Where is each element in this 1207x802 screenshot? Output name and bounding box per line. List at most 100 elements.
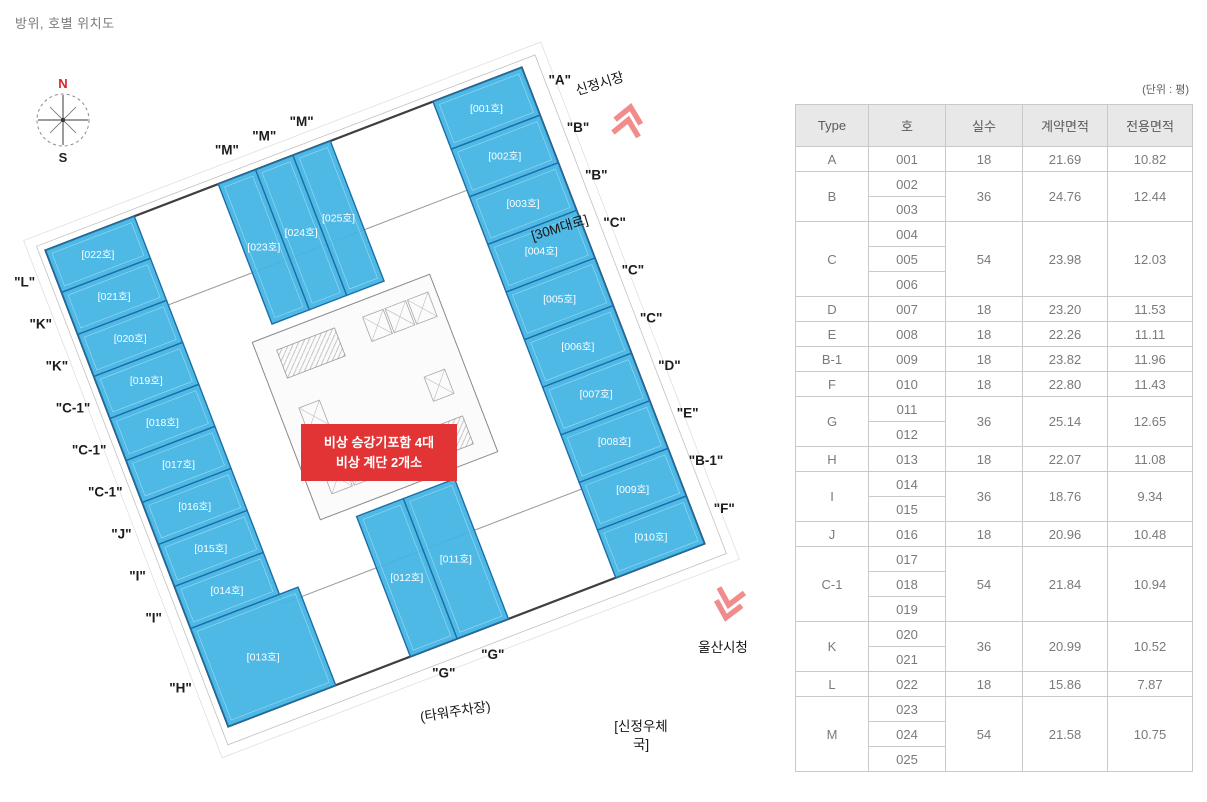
unit-no-cell: 018 [868, 571, 946, 597]
table-row: 006 [796, 271, 1193, 297]
type-cell: B-1 [795, 346, 869, 372]
column-header: 실수 [945, 104, 1023, 147]
unit-no-cell: 013 [868, 446, 946, 472]
contract-area-cell: 25.14 [1022, 396, 1108, 447]
unit-label: [012호] [390, 572, 423, 584]
type-label-003: "B" [585, 167, 608, 182]
contract-area-cell: 21.84 [1022, 546, 1108, 622]
unit-label: [024호] [285, 227, 318, 239]
unit-no-cell: 019 [868, 596, 946, 622]
unit-label: [002호] [488, 150, 521, 162]
rotated-building [23, 41, 740, 759]
exclusive-area-cell: 10.94 [1107, 546, 1193, 622]
room-count-cell: 18 [945, 146, 1023, 172]
type-cell: J [795, 521, 869, 547]
exclusive-area-cell: 10.82 [1107, 146, 1193, 172]
exclusive-area-cell: 10.75 [1107, 696, 1193, 772]
contract-area-cell: 15.86 [1022, 671, 1108, 697]
emergency-badge-box [301, 424, 457, 481]
building-group [23, 41, 740, 759]
contract-area-cell: 23.20 [1022, 296, 1108, 322]
exclusive-area-cell: 12.65 [1107, 396, 1193, 447]
room-count-cell: 18 [945, 446, 1023, 472]
unit-010 [596, 495, 706, 579]
type-label-011: "G" [481, 647, 504, 662]
column-header: 계약면적 [1022, 104, 1108, 147]
unit-label: [010호] [634, 531, 667, 543]
unit-no-cell: 008 [868, 321, 946, 347]
exclusive-area-cell: 11.11 [1107, 321, 1193, 347]
arrow-up-icon [611, 103, 644, 139]
unit-no-cell: 001 [868, 146, 946, 172]
compass-north-label: N [58, 76, 67, 91]
type-cell: I [795, 471, 869, 522]
unit-label: [021호] [98, 291, 131, 303]
type-cell: F [795, 371, 869, 397]
exclusive-area-cell: 11.08 [1107, 446, 1193, 472]
page-title: 방위, 호별 위치도 [15, 16, 115, 31]
type-label-021: "K" [30, 316, 53, 331]
room-count-cell: 18 [945, 321, 1023, 347]
contract-area-cell: 23.82 [1022, 346, 1108, 372]
type-label-017: "C-1" [88, 484, 123, 499]
table-row: 015 [796, 496, 1193, 522]
unit-no-cell: 015 [868, 496, 946, 522]
type-label-007: "D" [658, 358, 681, 373]
type-label-018: "C-1" [72, 442, 107, 457]
unit-label: [001호] [470, 103, 503, 115]
column-header: Type [795, 104, 869, 147]
type-label-002: "B" [567, 120, 590, 135]
contract-area-cell: 21.58 [1022, 696, 1108, 772]
unit-no-cell: 020 [868, 621, 946, 647]
room-count-cell: 36 [945, 396, 1023, 447]
unit-label: [009호] [616, 484, 649, 496]
unit-label: [019호] [130, 375, 163, 387]
type-label-012: "G" [432, 666, 455, 681]
unit-label: [017호] [162, 459, 195, 471]
type-cell: C [795, 221, 869, 297]
type-cell: B [795, 171, 869, 222]
unit-025 [292, 140, 385, 297]
unit-label: [011호] [440, 553, 472, 565]
type-label-022: "L" [14, 274, 35, 289]
unit-label: [018호] [146, 417, 179, 429]
type-label-004: "C" [603, 215, 626, 230]
type-label-013: "H" [169, 681, 192, 696]
unit-no-cell: 012 [868, 421, 946, 447]
unit-no-cell: 024 [868, 721, 946, 747]
emergency-badge-line1: 비상 승강기포함 4대 [324, 435, 434, 450]
type-cell: C-1 [795, 546, 869, 622]
unit-label: [003호] [507, 198, 540, 210]
type-label-014: "I" [145, 611, 162, 626]
floorplan-svg: 비상 승강기포함 4대 비상 계단 2개소 [001호] "A" [002호] "B"… [14, 41, 748, 759]
contract-area-cell: 23.98 [1022, 221, 1108, 297]
room-count-cell: 36 [945, 471, 1023, 522]
unit-label: [013호] [247, 651, 280, 663]
unit-label: [020호] [114, 333, 147, 345]
unit-label: [005호] [543, 293, 576, 305]
unit-no-cell: 016 [868, 521, 946, 547]
type-label-009: "B-1" [689, 453, 724, 468]
exclusive-area-cell: 12.44 [1107, 171, 1193, 222]
type-label-020: "K" [46, 358, 69, 373]
exclusive-area-cell: 11.43 [1107, 371, 1193, 397]
emergency-badge-line2: 비상 계단 2개소 [336, 455, 422, 470]
unit-no-cell: 002 [868, 171, 946, 197]
room-count-cell: 54 [945, 221, 1023, 297]
unit-no-cell: 021 [868, 646, 946, 672]
type-cell: E [795, 321, 869, 347]
contract-area-cell: 21.69 [1022, 146, 1108, 172]
column-header: 전용면적 [1107, 104, 1193, 147]
contract-area-cell: 20.99 [1022, 621, 1108, 672]
type-label-001: "A" [548, 72, 571, 87]
